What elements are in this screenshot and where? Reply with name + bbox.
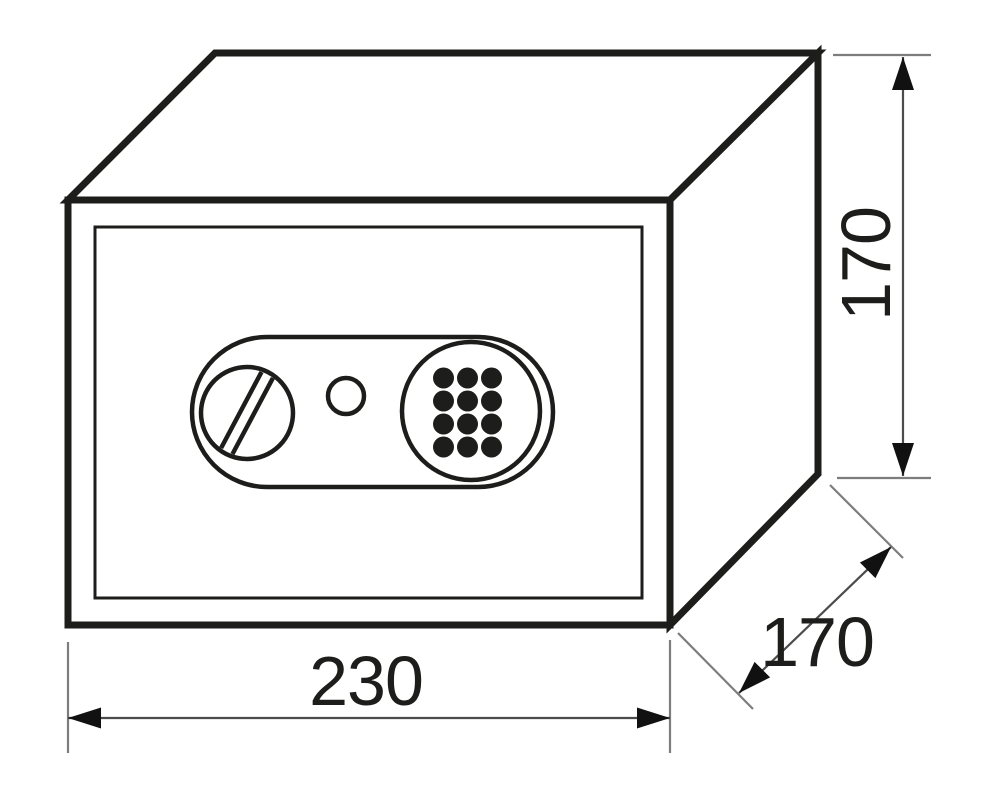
width-dimension-label: 230	[309, 642, 423, 720]
safe-front-face	[64, 196, 674, 629]
arrowhead-icon	[892, 57, 914, 90]
height-dimension: 170	[827, 53, 931, 480]
depth-dimension-label: 170	[760, 603, 874, 681]
keypad-dot	[457, 390, 478, 412]
dimension-line	[738, 546, 892, 694]
knob-icon	[198, 364, 296, 462]
width-dimension: 230	[66, 640, 672, 753]
depth-dimension: 170	[677, 484, 904, 710]
keypad-dot	[457, 436, 478, 458]
height-dimension-label: 170	[827, 207, 905, 321]
keypad-dots	[433, 367, 502, 458]
keypad-dot	[433, 390, 454, 412]
keypad-dot	[481, 436, 502, 458]
arrowhead-icon	[739, 661, 771, 693]
keypad-dot	[457, 413, 478, 435]
safe-body	[59, 44, 827, 634]
extension-line	[829, 484, 904, 559]
arrowhead-icon	[68, 707, 101, 729]
control-panel-outline	[189, 334, 556, 490]
keypad-dot	[457, 367, 478, 389]
arrowhead-icon	[859, 547, 891, 579]
keypad-dot	[433, 413, 454, 435]
knob-slot-line	[219, 370, 264, 450]
keypad-dot	[481, 367, 502, 389]
keypad-dot	[433, 367, 454, 389]
control-panel	[189, 334, 556, 490]
keypad-dot	[481, 390, 502, 412]
indicator-button-icon	[325, 375, 367, 417]
arrowhead-icon	[892, 443, 914, 476]
keypad-dot	[481, 413, 502, 435]
knob-slot-line	[230, 376, 275, 456]
extension-line	[677, 632, 754, 710]
keypad-circle	[399, 339, 543, 483]
door-panel	[93, 225, 644, 600]
keypad-dot	[433, 436, 454, 458]
arrowhead-icon	[637, 707, 670, 729]
